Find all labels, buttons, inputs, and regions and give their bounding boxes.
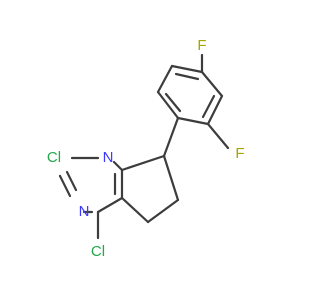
atom-f-ortho: F	[235, 145, 244, 162]
bond-ph5-ph6	[156, 64, 174, 94]
bond-ph2-ph3	[206, 94, 224, 126]
bond-c7a-n1	[112, 160, 124, 172]
bond-ph3-ph4	[200, 70, 224, 98]
atom-f-para: F	[197, 37, 206, 54]
bond-c2-n3-inner	[65, 170, 78, 192]
molecule-structure: N N Cl Cl F F	[47, 37, 245, 260]
bond-c7-ph1	[162, 116, 180, 158]
atom-cl4: Cl	[91, 243, 105, 260]
bond-ph4-ph5	[170, 64, 204, 74]
atom-cl2: Cl	[47, 149, 61, 166]
bond-c5-c4a	[120, 196, 150, 224]
bond-ph1-ph2	[176, 116, 210, 126]
bond-ph6-ph1-inner	[164, 92, 182, 113]
bond-c4-c4a	[96, 196, 124, 214]
bond-c7-c6	[162, 154, 180, 202]
bond-ph2-ph3-inner	[201, 94, 216, 119]
bond-ph6-ph1	[156, 90, 180, 120]
bond-c7a-c7	[120, 154, 166, 172]
atom-n3: N	[79, 203, 90, 220]
bond-ph4-ph5-inner	[174, 72, 200, 81]
bond-ph2-fortho	[206, 122, 230, 150]
atom-n1: N	[103, 149, 114, 166]
bond-c6-c5	[146, 198, 180, 224]
bond-c2-n3	[58, 174, 72, 198]
